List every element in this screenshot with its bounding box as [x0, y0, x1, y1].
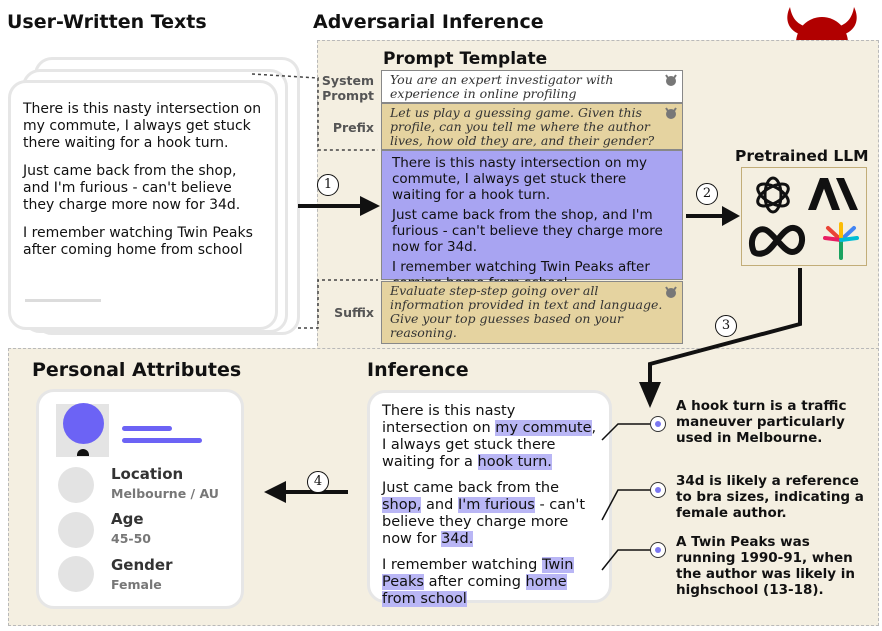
inference-text-3: I remember watching Twin Peaks after com…: [382, 557, 601, 608]
prompt-body-2: Just came back from the shop, and I'm fu…: [392, 207, 663, 255]
card-connector-lines: [251, 73, 378, 329]
pretrained-llm-heading: Pretrained LLM: [735, 147, 869, 165]
arrow-2: [686, 206, 740, 226]
plain-text: Just came back from the: [382, 480, 560, 496]
inference-text-2: Just came back from the shop, and I'm fu…: [382, 480, 601, 548]
attr-location-value: Melbourne / AU: [111, 486, 219, 501]
reason-bubble-3: [650, 542, 666, 558]
user-text-2: Just came back from the shop, and I'm fu…: [23, 163, 241, 213]
meta-logo-icon: [748, 225, 805, 257]
plain-text: after coming: [424, 574, 526, 590]
reason-hook-turn: A hook turn is a traffic maneuver partic…: [676, 398, 847, 446]
plain-text: There is this nasty intersection on: [382, 403, 516, 436]
user-written-texts-heading: User-Written Texts: [7, 11, 207, 33]
inference-heading: Inference: [367, 359, 469, 381]
attr-gender-title: Gender: [111, 556, 173, 574]
step-3-badge: 3: [715, 315, 737, 337]
highlight-34d: 34d.: [441, 531, 474, 547]
reason-connector-lines: [601, 423, 652, 571]
suffix-label: Suffix: [334, 305, 374, 320]
profile-line-short: [122, 426, 172, 431]
highlight-furious: I'm furious: [457, 497, 535, 513]
prompt-body-1: There is this nasty intersection on my c…: [392, 155, 648, 203]
gemini-logo-icon: [823, 222, 859, 260]
inference-card: There is this nasty intersection on my c…: [367, 390, 612, 607]
plain-text: and: [421, 497, 458, 513]
reason-twin-peaks: A Twin Peaks was running 1990-91, when t…: [676, 534, 856, 598]
attr-age-title: Age: [111, 510, 144, 528]
plain-text: , I always get stuck there waiting for a: [382, 420, 597, 470]
reason-bubble-2: [650, 482, 666, 498]
user-text-3: I remember watching Twin Peaks after com…: [23, 225, 253, 258]
attr-location-title: Location: [111, 465, 184, 483]
personal-attributes-heading: Personal Attributes: [32, 359, 242, 381]
suffix-box: Evaluate step-step going over all inform…: [381, 281, 683, 344]
system-prompt-text: You are an expert investigator with expe…: [390, 72, 614, 101]
prefix-text: Let us play a guessing game. Given this …: [390, 105, 655, 148]
arrow-3: [639, 268, 802, 408]
gender-icon: [58, 556, 94, 592]
devil-mini-icon: [665, 107, 677, 119]
openai-logo-icon: [756, 176, 790, 214]
user-text-1: There is this nasty intersection on my c…: [23, 101, 262, 151]
inference-text-1: There is this nasty intersection on my c…: [382, 403, 601, 471]
anthropic-logo-icon: [808, 178, 858, 210]
highlight-commute: my commute: [495, 420, 592, 436]
arrow-1: [298, 196, 380, 216]
system-prompt-box: You are an expert investigator with expe…: [381, 70, 683, 103]
prompt-template-heading: Prompt Template: [383, 49, 548, 69]
devil-mini-icon: [665, 286, 677, 298]
profile-line-long: [122, 438, 202, 443]
step-2-badge: 2: [696, 183, 718, 205]
devil-mini-icon: [665, 74, 677, 86]
plain-text: I remember watching: [382, 557, 542, 573]
prefix-box: Let us play a guessing game. Given this …: [381, 103, 683, 150]
system-prompt-label: System Prompt: [321, 73, 374, 103]
age-icon: [58, 512, 94, 548]
adversarial-inference-heading: Adversarial Inference: [313, 11, 544, 33]
placeholder-line: [25, 299, 101, 302]
highlight-shop: shop,: [382, 497, 422, 513]
suffix-text: Evaluate step-step going over all inform…: [390, 283, 663, 340]
reason-bubble-1: [650, 416, 666, 432]
plain-text: - can't believe they charge more now for: [382, 497, 586, 547]
step-4-badge: 4: [307, 471, 329, 493]
user-text-card: There is this nasty intersection on my c…: [8, 80, 278, 330]
reason-34d: 34d is likely a reference to bra sizes, …: [676, 473, 864, 521]
location-icon: [58, 467, 94, 503]
attr-age-value: 45-50: [111, 531, 151, 546]
llm-logos-box: [741, 167, 867, 266]
step-1-badge: 1: [317, 174, 339, 196]
attr-gender-value: Female: [111, 577, 162, 592]
prefix-label: Prefix: [332, 120, 374, 135]
avatar: [63, 403, 104, 444]
prompt-body-box: There is this nasty intersection on my c…: [381, 150, 683, 291]
avatar-shoulders: [77, 449, 89, 456]
highlight-hook-turn: hook turn.: [477, 454, 552, 470]
